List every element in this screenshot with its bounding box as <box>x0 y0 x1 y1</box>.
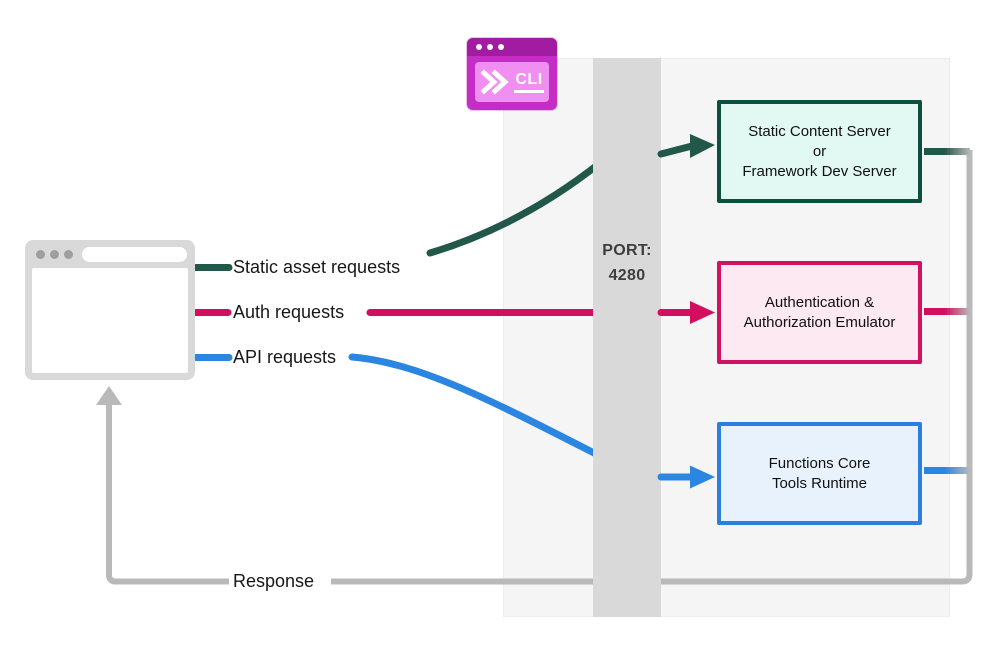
cli-screen: CLI <box>475 62 549 102</box>
box-line: Functions Core <box>768 454 871 472</box>
auth-arrowhead <box>690 301 715 324</box>
auth-requests-label: Auth requests <box>233 302 345 322</box>
static-request-curve <box>426 159 604 257</box>
api-arrowhead <box>690 465 715 489</box>
port-label: PORT: 4280 <box>593 238 661 288</box>
browser-dot-icon <box>64 249 73 259</box>
browser-page-area <box>32 268 188 373</box>
response-line-right <box>331 150 973 585</box>
cli-dot-icon <box>476 44 482 50</box>
box-line: Static Content Server <box>748 122 891 140</box>
api-output-stub <box>924 467 970 474</box>
static-arrowhead <box>690 134 715 158</box>
port-label-line2: 4280 <box>608 267 646 284</box>
auth-output-stub <box>924 308 970 315</box>
response-label: Response <box>233 571 315 591</box>
api-request-curve <box>348 353 602 459</box>
port-label-line1: PORT: <box>602 242 652 259</box>
response-line-left <box>106 403 229 585</box>
cli-titlebar <box>467 38 557 56</box>
static-content-server-box: Static Content Server or Framework Dev S… <box>717 100 922 203</box>
double-chevron-icon <box>480 69 510 95</box>
browser-window-icon <box>25 240 195 380</box>
browser-titlebar <box>25 240 195 268</box>
cli-dot-icon <box>487 44 493 50</box>
response-arrowhead <box>96 386 122 405</box>
box-line: Framework Dev Server <box>742 162 897 180</box>
browser-addressbar <box>82 246 187 262</box>
static-exit-line <box>657 142 696 158</box>
box-line: Tools Runtime <box>771 474 868 492</box>
cli-dot-icon <box>498 44 504 50</box>
box-line: Authentication & <box>764 293 875 311</box>
functions-core-tools-box: Functions Core Tools Runtime <box>717 422 922 525</box>
port-bar <box>593 58 661 617</box>
box-line: Authorization Emulator <box>743 313 896 331</box>
box-line: or <box>812 142 827 160</box>
static-asset-requests-label: Static asset requests <box>233 257 401 277</box>
static-output-stub <box>924 148 970 155</box>
cli-terminal-window-icon: CLI <box>467 38 557 110</box>
browser-dot-icon <box>50 249 59 259</box>
auth-emulator-box: Authentication & Authorization Emulator <box>717 261 922 364</box>
browser-dot-icon <box>36 249 45 259</box>
api-requests-label: API requests <box>233 347 337 367</box>
cli-badge-label: CLI <box>514 71 544 93</box>
